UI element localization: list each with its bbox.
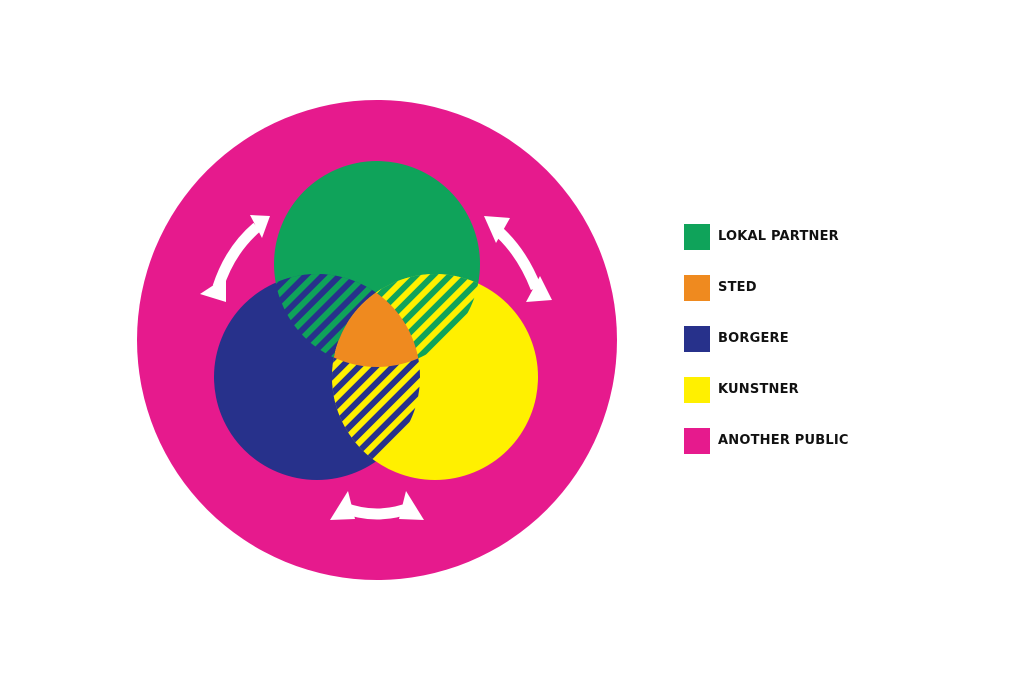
legend-swatch xyxy=(684,274,710,301)
arrow-head-icon xyxy=(200,277,226,302)
legend-label: ANOTHER PUBLIC xyxy=(718,433,849,448)
legend: LOKAL PARTNER STED BORGERE KUNSTNER ANOT… xyxy=(684,223,849,478)
legend-item-sted: STED xyxy=(684,274,849,301)
curved-double-arrow-icon xyxy=(212,222,261,289)
arrow-head-icon xyxy=(330,491,355,520)
legend-item-borgere: BORGERE xyxy=(684,325,849,352)
arrow-head-icon xyxy=(526,276,552,302)
legend-swatch xyxy=(684,325,710,352)
legend-label: LOKAL PARTNER xyxy=(718,229,839,244)
legend-label: KUNSTNER xyxy=(718,382,799,397)
legend-item-kunstner: KUNSTNER xyxy=(684,376,849,403)
legend-swatch xyxy=(684,376,710,403)
sted-center xyxy=(332,274,420,367)
arrow-head-icon xyxy=(399,491,424,520)
legend-label: BORGERE xyxy=(718,331,789,346)
arrow-head-icon xyxy=(484,216,510,243)
legend-item-lokal-partner: LOKAL PARTNER xyxy=(684,223,849,250)
legend-label: STED xyxy=(718,280,757,295)
legend-swatch xyxy=(684,223,710,250)
curved-double-arrow-icon xyxy=(493,225,542,291)
legend-item-another-public: ANOTHER PUBLIC xyxy=(684,427,849,454)
arrow-head-icon xyxy=(250,215,270,238)
legend-swatch xyxy=(684,427,710,454)
